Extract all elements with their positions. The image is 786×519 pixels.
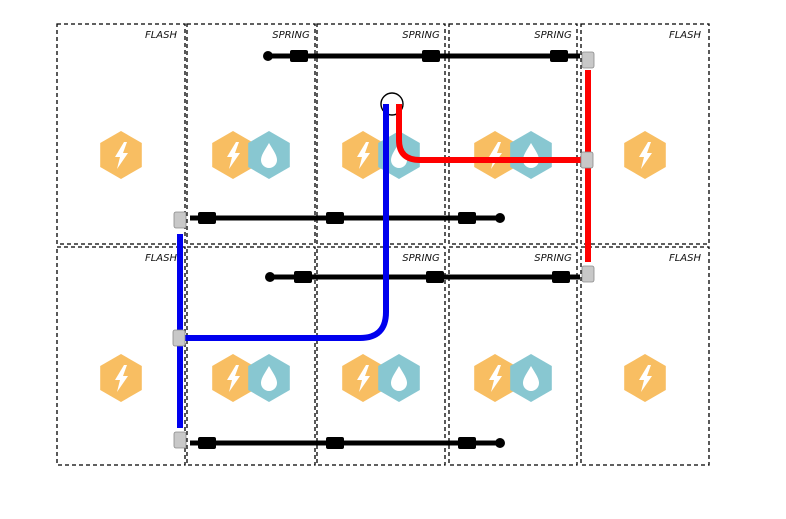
conduit-coupler — [426, 271, 444, 283]
water-drop-icon — [248, 131, 290, 179]
grid-cell — [186, 23, 316, 245]
cell-label: FLASH — [669, 30, 702, 41]
conduit-coupler — [326, 437, 344, 449]
conduit-coupler — [294, 271, 312, 283]
fitting-tee — [172, 329, 186, 347]
water-drop-icon — [378, 354, 420, 402]
grid-cell — [580, 23, 710, 245]
conduit-coupler — [422, 50, 440, 62]
lightning-bolt-icon — [212, 354, 254, 402]
lightning-bolt-icon — [342, 131, 384, 179]
conduit-end-cap — [265, 272, 275, 282]
lightning-bolt-icon — [212, 131, 254, 179]
water-drop-icon — [248, 354, 290, 402]
fitting-elbow — [581, 265, 595, 283]
grid-cell — [448, 23, 578, 245]
grid-cell — [186, 246, 316, 466]
pipe-source-ring — [380, 92, 404, 116]
lightning-bolt-icon — [100, 354, 142, 402]
lightning-bolt-icon — [624, 131, 666, 179]
blue-pipe-main — [180, 104, 389, 341]
red-pipe-main — [396, 104, 587, 163]
grid-cell — [56, 23, 186, 245]
grid-cell — [56, 246, 186, 466]
lightning-bolt-icon — [474, 131, 516, 179]
conduit-end-cap — [495, 438, 505, 448]
cell-label: FLASH — [669, 253, 702, 264]
cell-label: SPRING — [402, 253, 440, 264]
conduit-connectors — [198, 50, 570, 449]
conduit-coupler — [458, 212, 476, 224]
fitting-elbow — [581, 51, 595, 69]
lightning-bolt-icon — [474, 354, 516, 402]
grid-cell — [316, 246, 446, 466]
cell-label: FLASH — [145, 253, 178, 264]
conduit-end-cap — [263, 51, 273, 61]
conduit-coupler — [552, 271, 570, 283]
grid-cell — [316, 23, 446, 245]
conduit-coupler — [198, 212, 216, 224]
cell-label: SPRING — [534, 30, 572, 41]
conduit-coupler — [198, 437, 216, 449]
grid-cell — [580, 246, 710, 466]
cell-labels: FLASH SPRING SPRING SPRING FLASH FLASH SPRING S… — [145, 30, 702, 264]
pipe-fittings — [172, 51, 595, 449]
fitting-tee — [580, 151, 594, 169]
conduit-coupler — [326, 212, 344, 224]
lightning-bolt-icon — [100, 131, 142, 179]
water-drop-icon — [510, 131, 552, 179]
cell-label: SPRING — [272, 30, 310, 41]
cell-label: FLASH — [145, 30, 178, 41]
cell-label: SPRING — [534, 253, 572, 264]
cell-grid — [56, 23, 710, 466]
conduit-coupler — [458, 437, 476, 449]
fitting-elbow — [173, 431, 187, 449]
lightning-bolt-icon — [624, 354, 666, 402]
fitting-elbow — [173, 211, 187, 229]
grid-cell — [448, 246, 578, 466]
water-drop-icon — [510, 354, 552, 402]
conduit-end-cap — [495, 213, 505, 223]
lightning-bolt-icon — [342, 354, 384, 402]
cell-label: SPRING — [402, 30, 440, 41]
conduit-coupler — [550, 50, 568, 62]
conduit-coupler — [290, 50, 308, 62]
